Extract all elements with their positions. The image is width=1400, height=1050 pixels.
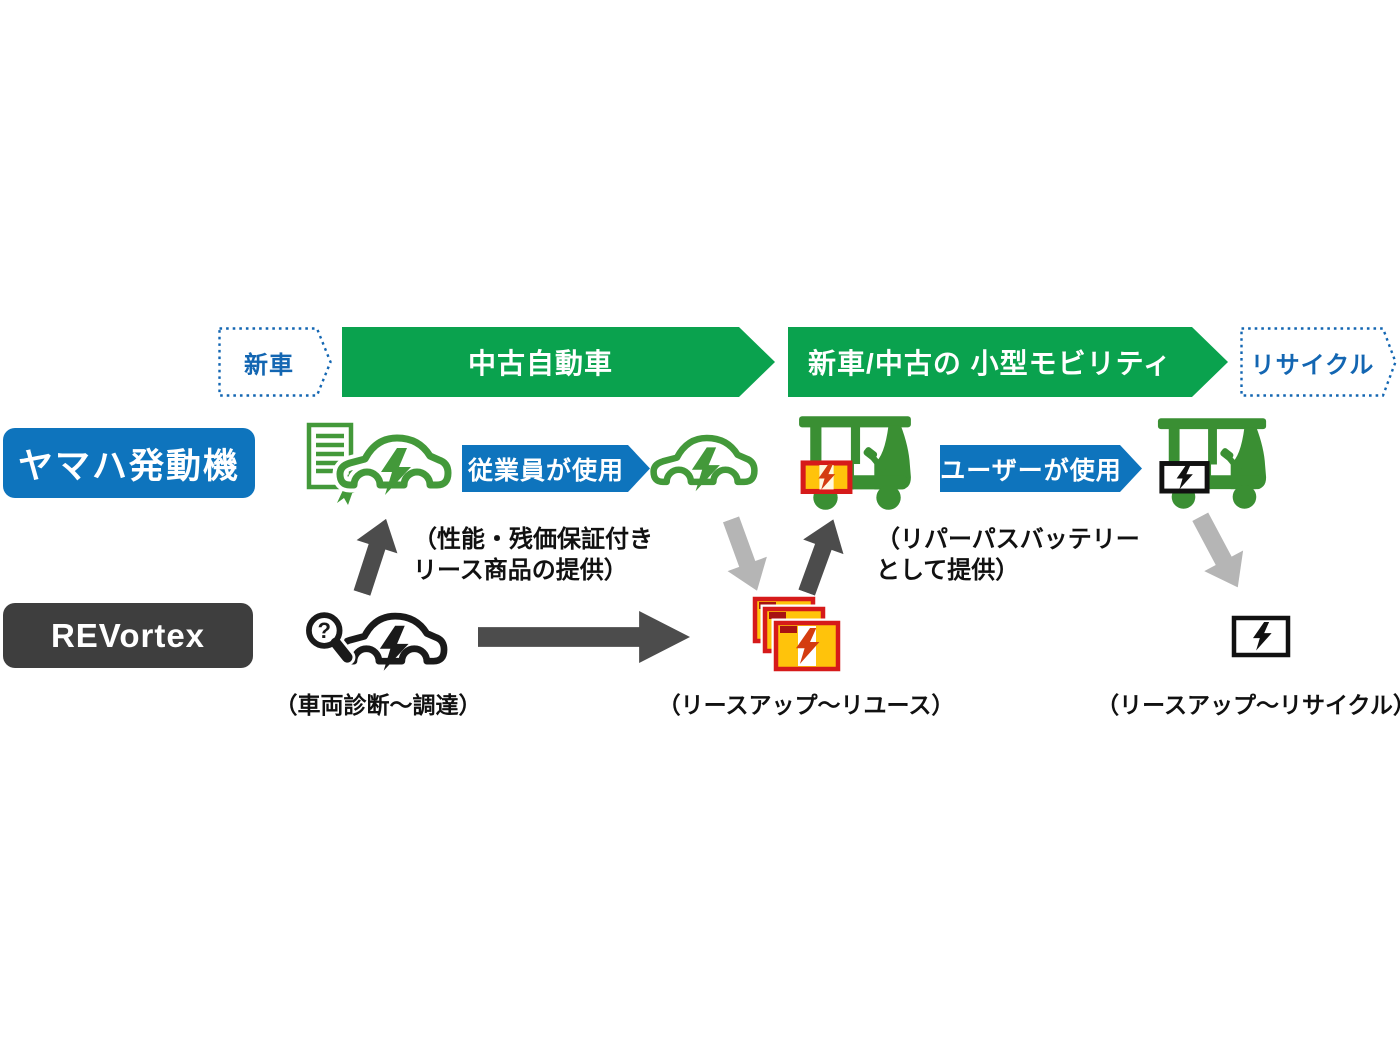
cart-battery-white-icon — [1159, 461, 1210, 494]
arrow-down-return-icon — [722, 516, 767, 591]
caption-text: （リースアップ～リユース） — [657, 692, 955, 718]
cart-battery-yellow-icon — [800, 460, 853, 495]
bolt-icon — [379, 625, 409, 671]
annotation-line: （性能・残価保証付き — [413, 526, 653, 553]
arrow-right-flow-icon — [478, 611, 690, 663]
battery-stack-icon — [752, 596, 843, 674]
annotation-line: リース商品の提供） — [413, 557, 628, 584]
black-car-icon — [337, 612, 448, 671]
steering-lever-icon — [870, 454, 886, 473]
usage-arrow-employee: 従業員が使用 — [462, 445, 650, 492]
flow-stage-recycle: リサイクル — [1240, 327, 1397, 397]
battery-front — [771, 618, 843, 674]
arrow-down-recycle-icon — [1192, 512, 1244, 588]
lane-label-revortex: REVortex — [3, 603, 253, 668]
flow-stage-label: 新車 — [244, 351, 294, 379]
golf-cart-yellow-battery-icon — [799, 416, 911, 510]
bolt-icon — [691, 447, 720, 492]
lane-label-text: REVortex — [50, 616, 206, 654]
annotation-line: （リパーパスバッテリー — [876, 526, 1140, 553]
svg-text:?: ? — [318, 618, 331, 643]
flow-stage-small-mobility: 新車/中古の 小型モビリティ — [788, 327, 1228, 397]
flow-stage-label: 中古自動車 — [467, 348, 613, 379]
arrow-up-provide-icon — [353, 518, 398, 596]
usage-arrow-label: 従業員が使用 — [467, 456, 624, 485]
annotation-repurpose: （リパーパスバッテリー として提供） — [876, 524, 1176, 586]
steering-lever-icon — [1226, 455, 1242, 473]
lane-label-text: ヤマハ発動機 — [17, 446, 240, 486]
flow-stage-used-car: 中古自動車 — [342, 327, 775, 397]
usage-arrow-label: ユーザーが使用 — [940, 456, 1122, 485]
ev-car-icon — [332, 430, 456, 495]
dotted-chevron-icon — [218, 327, 332, 397]
caption-diagnosis: （車両診断～調達） — [238, 686, 518, 720]
magnifier-icon: ? — [302, 608, 356, 666]
annotation-line: として提供） — [876, 557, 1020, 584]
golf-cart-white-battery-icon — [1157, 418, 1267, 509]
caption-recycle: （リースアップ～リサイクル） — [1096, 686, 1400, 720]
ev-car-icon — [650, 434, 758, 492]
caption-text: （リースアップ～リサイクル） — [1096, 692, 1400, 718]
annotation-lease: （性能・残価保証付き リース商品の提供） — [413, 524, 703, 586]
battery-outline-icon — [1231, 615, 1291, 658]
arrow-up-repurpose-icon — [798, 519, 844, 596]
flow-stage-label: 新車/中古の 小型モビリティ — [808, 348, 1172, 379]
bolt-icon — [381, 448, 411, 495]
flow-stage-label: リサイクル — [1250, 351, 1375, 379]
flow-stage-new-car: 新車 — [218, 327, 332, 397]
dotted-chevron-icon — [1240, 327, 1397, 397]
caption-text: （車両診断～調達） — [274, 692, 482, 718]
usage-arrow-user: ユーザーが使用 — [940, 445, 1142, 492]
lane-label-yamaha: ヤマハ発動機 — [3, 428, 255, 498]
diagnosis-car-icon: ? — [302, 608, 448, 671]
certificate-lease-car-icon — [306, 422, 456, 505]
caption-reuse: （リースアップ～リユース） — [656, 686, 956, 720]
